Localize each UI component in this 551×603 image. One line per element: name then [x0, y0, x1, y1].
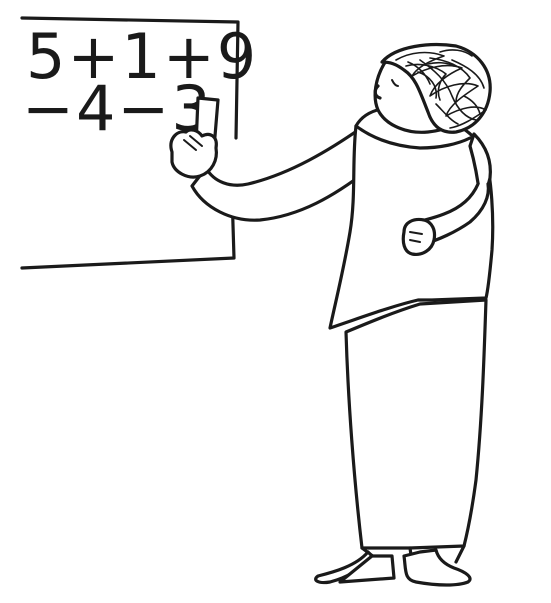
teacher-figure: [169, 42, 495, 587]
fist: [401, 217, 437, 256]
blackboard-math: 5+1+9 −4−3: [22, 20, 258, 145]
blackboard: [20, 16, 240, 270]
board-line-1: 5+1+9: [26, 20, 258, 93]
skirt: [344, 298, 488, 550]
right-shoe: [402, 548, 472, 587]
raised-hand: [169, 128, 218, 179]
hair: [380, 42, 492, 134]
nose: [373, 84, 382, 100]
eye: [391, 79, 399, 87]
raised-arm: [190, 124, 370, 222]
